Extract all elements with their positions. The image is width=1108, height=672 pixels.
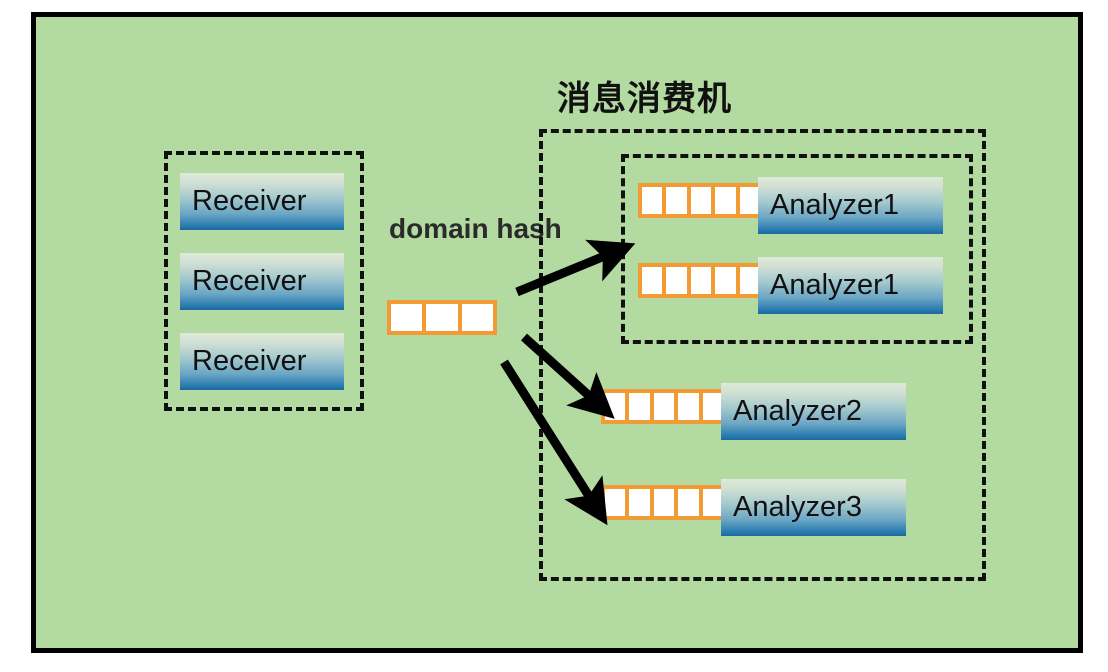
analyzer-node-label: Analyzer3 bbox=[733, 491, 862, 523]
analyzer-queue bbox=[638, 263, 764, 298]
consumer-machine-title: 消息消费机 bbox=[557, 79, 732, 119]
queue-cell bbox=[690, 267, 712, 294]
queue-cell bbox=[391, 304, 423, 331]
queue-cell bbox=[642, 187, 663, 214]
diagram-outer-frame: 消息消费机 domain hash Receiver Receiver Rece… bbox=[31, 12, 1083, 653]
analyzer-node: Analyzer1 bbox=[758, 257, 943, 314]
queue-cell bbox=[678, 393, 699, 420]
analyzer-queue bbox=[638, 183, 764, 218]
queue-cell bbox=[605, 393, 626, 420]
receiver-node: Receiver bbox=[180, 253, 344, 310]
queue-cell bbox=[605, 489, 626, 516]
queue-cell bbox=[702, 489, 724, 516]
receiver-group-boundary bbox=[164, 151, 364, 411]
analyzer-node-label: Analyzer2 bbox=[733, 395, 862, 427]
queue-cell bbox=[426, 304, 458, 331]
queue-cell bbox=[739, 187, 761, 214]
queue-cell bbox=[642, 267, 663, 294]
analyzer-queue bbox=[601, 485, 727, 520]
receiver-node-label: Receiver bbox=[192, 265, 307, 297]
queue-cell bbox=[702, 393, 724, 420]
receiver-node: Receiver bbox=[180, 333, 344, 390]
receiver-node-label: Receiver bbox=[192, 345, 307, 377]
receiver-node-label: Receiver bbox=[192, 185, 307, 217]
queue-cell bbox=[666, 267, 687, 294]
receiver-node: Receiver bbox=[180, 173, 344, 230]
queue-cell bbox=[629, 489, 650, 516]
queue-cell bbox=[629, 393, 650, 420]
domain-hash-label: domain hash bbox=[389, 213, 562, 244]
main-message-queue bbox=[387, 300, 497, 335]
queue-cell bbox=[690, 187, 712, 214]
queue-cell bbox=[653, 393, 675, 420]
queue-cell bbox=[461, 304, 493, 331]
queue-cell bbox=[678, 489, 699, 516]
analyzer-queue bbox=[601, 389, 727, 424]
queue-cell bbox=[653, 489, 675, 516]
analyzer-node-label: Analyzer1 bbox=[770, 189, 899, 221]
analyzer-node: Analyzer1 bbox=[758, 177, 943, 234]
analyzer-node-label: Analyzer1 bbox=[770, 269, 899, 301]
queue-cell bbox=[739, 267, 761, 294]
analyzer-node: Analyzer3 bbox=[721, 479, 906, 536]
queue-cell bbox=[715, 187, 736, 214]
analyzer-node: Analyzer2 bbox=[721, 383, 906, 440]
queue-cell bbox=[666, 187, 687, 214]
queue-cell bbox=[715, 267, 736, 294]
